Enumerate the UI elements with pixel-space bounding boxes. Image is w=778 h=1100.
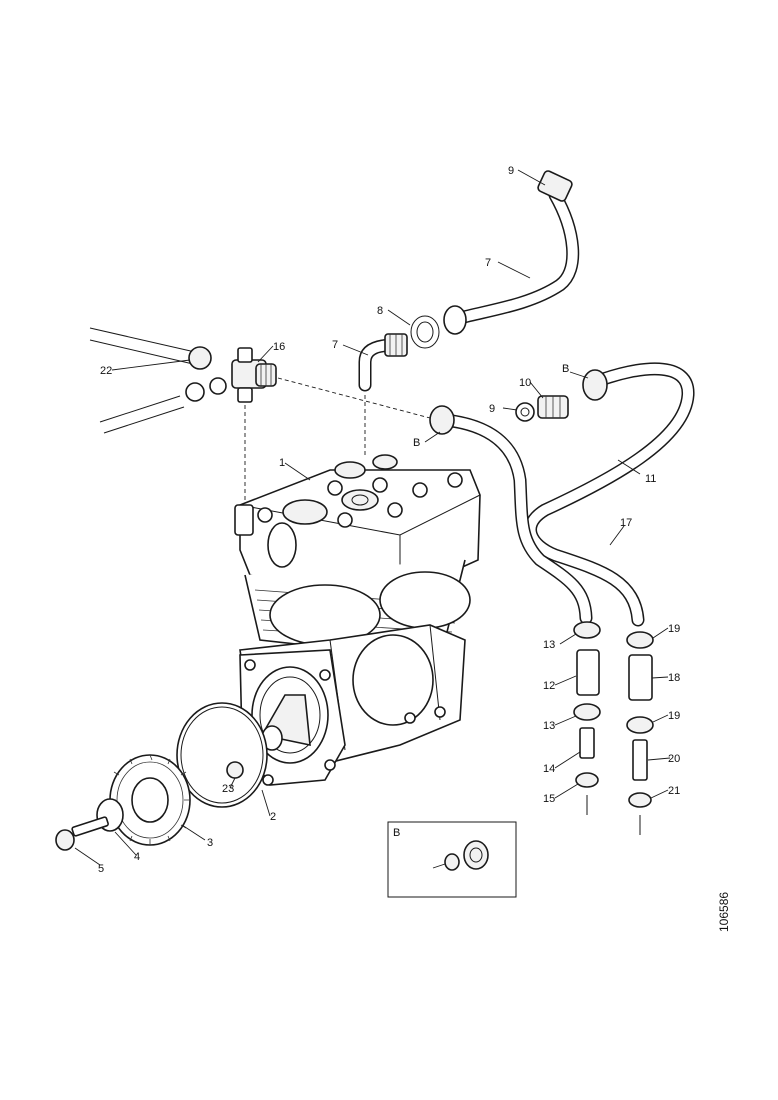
callout-2: 2 bbox=[270, 811, 276, 823]
callout-17: 17 bbox=[620, 517, 632, 529]
compressor-body-1 bbox=[234, 454, 481, 786]
callout-1: 1 bbox=[279, 457, 285, 469]
pipe-11 bbox=[524, 362, 695, 627]
callout-16: 16 bbox=[273, 341, 285, 353]
callout-3: 3 bbox=[207, 837, 213, 849]
callout-22: 22 bbox=[100, 365, 112, 377]
callout-9-top: 9 bbox=[508, 165, 514, 177]
nut-b-upper bbox=[582, 369, 608, 401]
callout-13-lower: 13 bbox=[543, 720, 555, 732]
callout-7: 7 bbox=[332, 339, 338, 351]
figure-reference-number: 106586 bbox=[717, 892, 731, 932]
nut-23 bbox=[226, 761, 244, 779]
fitting-10 bbox=[515, 395, 569, 422]
pipe-17 bbox=[438, 413, 593, 625]
detail-box-label: B bbox=[393, 827, 400, 839]
callout-4: 4 bbox=[134, 851, 140, 863]
callout-13-upper: 13 bbox=[543, 639, 555, 651]
assembly-line bbox=[277, 377, 431, 419]
callout-23: 23 bbox=[222, 783, 234, 795]
o-ring-2-inner bbox=[180, 706, 264, 804]
fitting-stack-left bbox=[573, 621, 601, 815]
callout-8: 8 bbox=[377, 305, 383, 317]
leader-lines bbox=[74, 169, 671, 866]
detail-box-b bbox=[387, 821, 517, 898]
callout-5: 5 bbox=[98, 863, 104, 875]
callout-21: 21 bbox=[668, 785, 680, 797]
callout-9-mid: 9 bbox=[489, 403, 495, 415]
callout-14: 14 bbox=[543, 763, 555, 775]
callout-10: 10 bbox=[519, 377, 531, 389]
fitting-stack-right bbox=[626, 631, 654, 835]
callout-20: 20 bbox=[668, 753, 680, 765]
callout-6: 7 bbox=[485, 257, 491, 269]
callout-19-upper: 19 bbox=[668, 623, 680, 635]
bolt-5 bbox=[55, 816, 109, 851]
tee-connector-16 bbox=[231, 347, 277, 403]
callout-15: 15 bbox=[543, 793, 555, 805]
air-hose-6 bbox=[410, 170, 580, 349]
callout-b-upper: B bbox=[562, 363, 569, 375]
elbow-fitting-7 bbox=[358, 333, 408, 392]
o-ring-2 bbox=[176, 702, 268, 808]
callout-b-lower: B bbox=[413, 437, 420, 449]
nut-b-lower bbox=[429, 405, 455, 435]
callout-12: 12 bbox=[543, 680, 555, 692]
gear-3 bbox=[109, 754, 191, 846]
callout-11: 11 bbox=[645, 473, 656, 485]
callout-18: 18 bbox=[668, 672, 680, 684]
pipe-22 bbox=[89, 327, 227, 434]
callout-19-lower: 19 bbox=[668, 710, 680, 722]
